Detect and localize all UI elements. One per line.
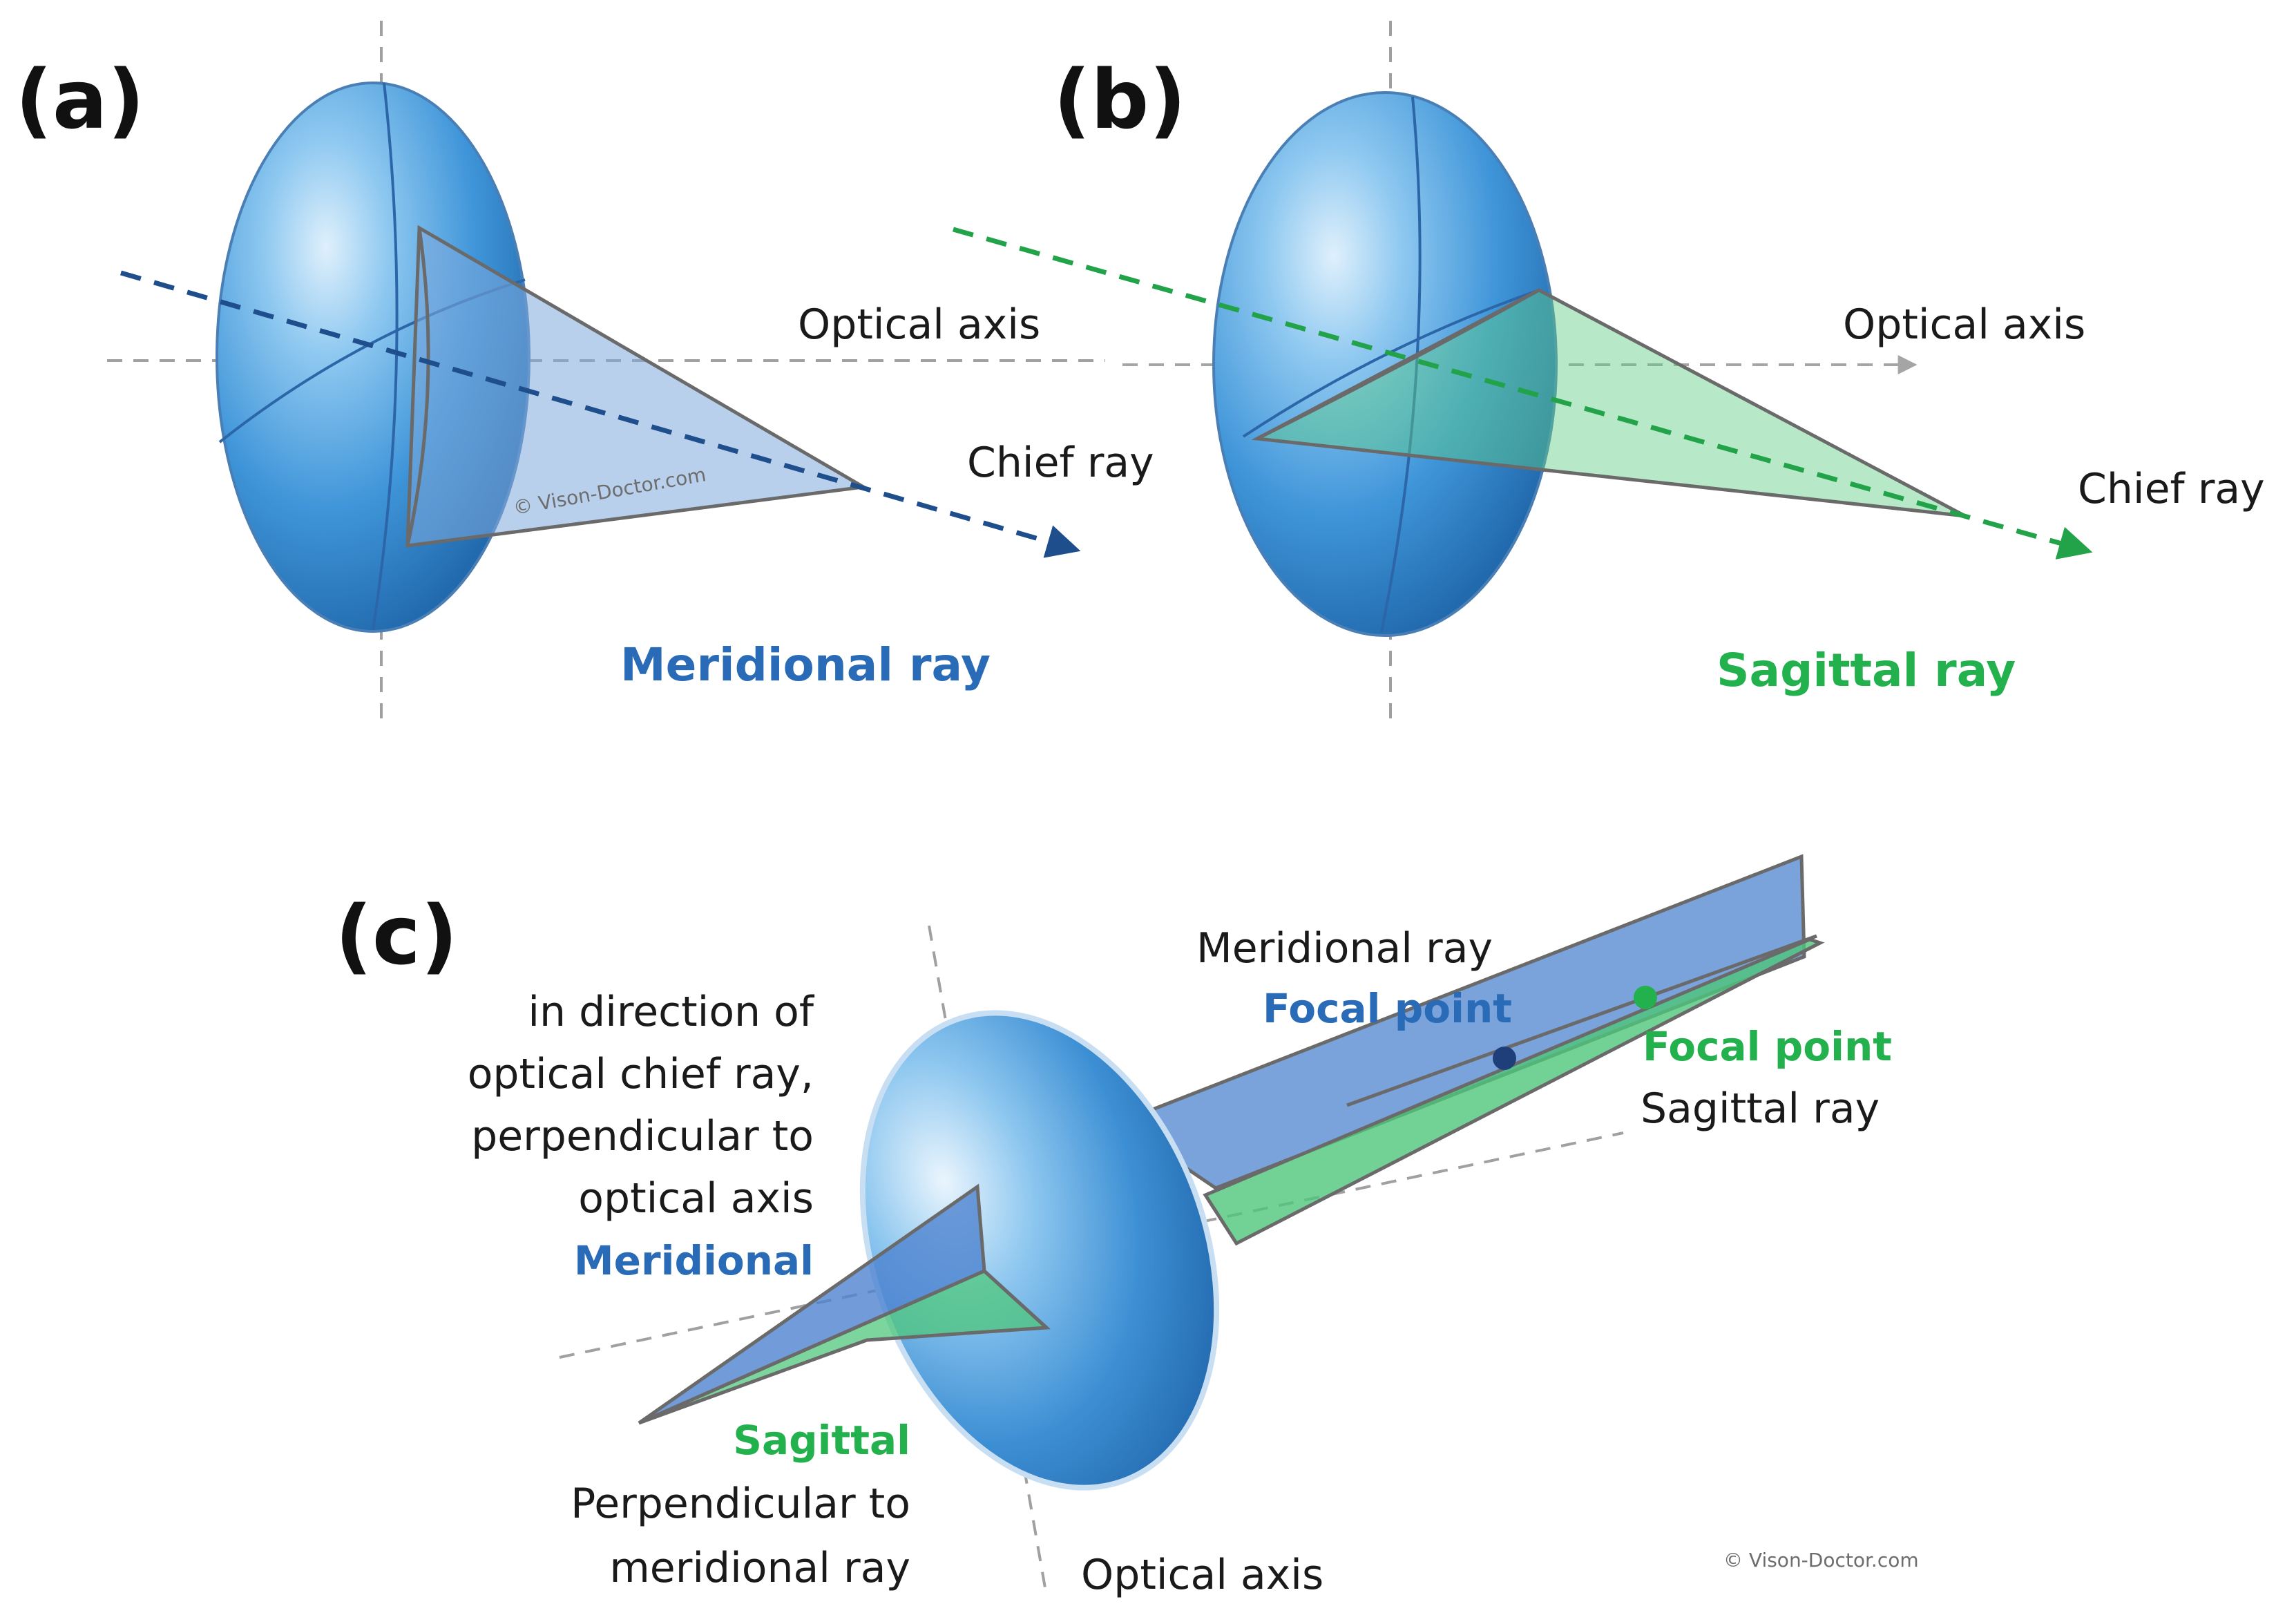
optical-axis-line-c (559, 1131, 1624, 1359)
focal-point-meridional-label: Focal point (1263, 985, 1512, 1032)
sagittal-ray-label-c: Sagittal ray (1641, 1085, 1880, 1133)
panel-c: (c) Meridional ray Focal point Focal poi… (335, 854, 1919, 1599)
lens-meridian-a (372, 82, 399, 631)
panel-c-label: (c) (335, 888, 458, 983)
panel-a: (a) © Vison-Doctor.com Optical axis Chie… (15, 21, 1154, 718)
chief-ray-b (953, 227, 2093, 560)
optical-axis-label-a: Optical axis (798, 300, 1040, 349)
sagittal-desc-line1: Perpendicular to (571, 1480, 910, 1528)
optical-axis-label-c: Optical axis (1081, 1551, 1323, 1599)
meridional-desc-line2: optical chief ray, (468, 1050, 814, 1098)
meridional-desc-line3: perpendicular to (471, 1112, 814, 1160)
panel-b-label: (b) (1053, 52, 1186, 147)
meridional-curve-a (405, 227, 430, 546)
sagittal-fan-c-right (1203, 937, 1825, 1246)
focal-point-sagittal-label: Focal point (1643, 1023, 1892, 1070)
meridional-desc-line1: in direction of (528, 988, 814, 1036)
meridional-fan-a (405, 225, 869, 548)
meridional-plane-label: Meridional (574, 1237, 814, 1284)
meridional-focal-point (1493, 1047, 1516, 1070)
sagittal-ray-label-b: Sagittal ray (1717, 644, 2016, 697)
sagittal-focal-point (1634, 986, 1657, 1009)
lens-b (1212, 91, 1558, 637)
optical-axis-label-b: Optical axis (1843, 300, 2085, 349)
panel-b: (b) Optical axis Chief ray Sagittal ray (953, 21, 2265, 718)
lens-normal-c (983, 1270, 1048, 1329)
chief-ray-label-b: Chief ray (2078, 465, 2265, 513)
chief-ray-c (1346, 934, 1817, 1107)
chief-ray-label-a: Chief ray (967, 439, 1154, 487)
sagittal-edge-b (1256, 288, 1540, 441)
meridional-ray-label-a: Meridional ray (620, 638, 991, 691)
panel-a-label: (a) (15, 52, 145, 147)
lens-meridian-b (1380, 96, 1422, 633)
sagittal-desc-line2: meridional ray (609, 1544, 910, 1592)
meridional-ray-label-c: Meridional ray (1196, 924, 1493, 973)
sagittal-plane-label: Sagittal (733, 1417, 910, 1464)
copyright-c: © Vison-Doctor.com (1723, 1549, 1919, 1572)
meridional-desc-line4: optical axis (578, 1174, 814, 1223)
chief-ray-a (120, 270, 1081, 558)
